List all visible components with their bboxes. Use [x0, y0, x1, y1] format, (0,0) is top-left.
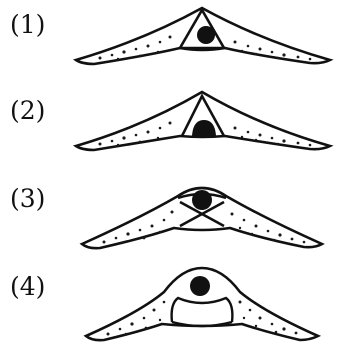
nucleus-dot — [192, 190, 212, 210]
panel-2: (2) — [0, 86, 344, 170]
cross-section-2-illustration — [60, 86, 344, 170]
panel-2-label: (2) — [10, 98, 45, 123]
cross-section-4-illustration — [60, 262, 344, 346]
cross-section-3-illustration — [60, 174, 344, 258]
panel-1: (1) — [0, 0, 344, 84]
panel-4-label: (4) — [10, 274, 45, 299]
panel-3: (3) — [0, 174, 344, 258]
cross-section-1-illustration — [60, 0, 344, 84]
nucleus-dot — [197, 26, 215, 44]
nucleus-dot — [190, 276, 210, 296]
panel-4: (4) — [0, 262, 344, 346]
panel-1-label: (1) — [10, 12, 45, 37]
panel-3-label: (3) — [10, 186, 45, 211]
